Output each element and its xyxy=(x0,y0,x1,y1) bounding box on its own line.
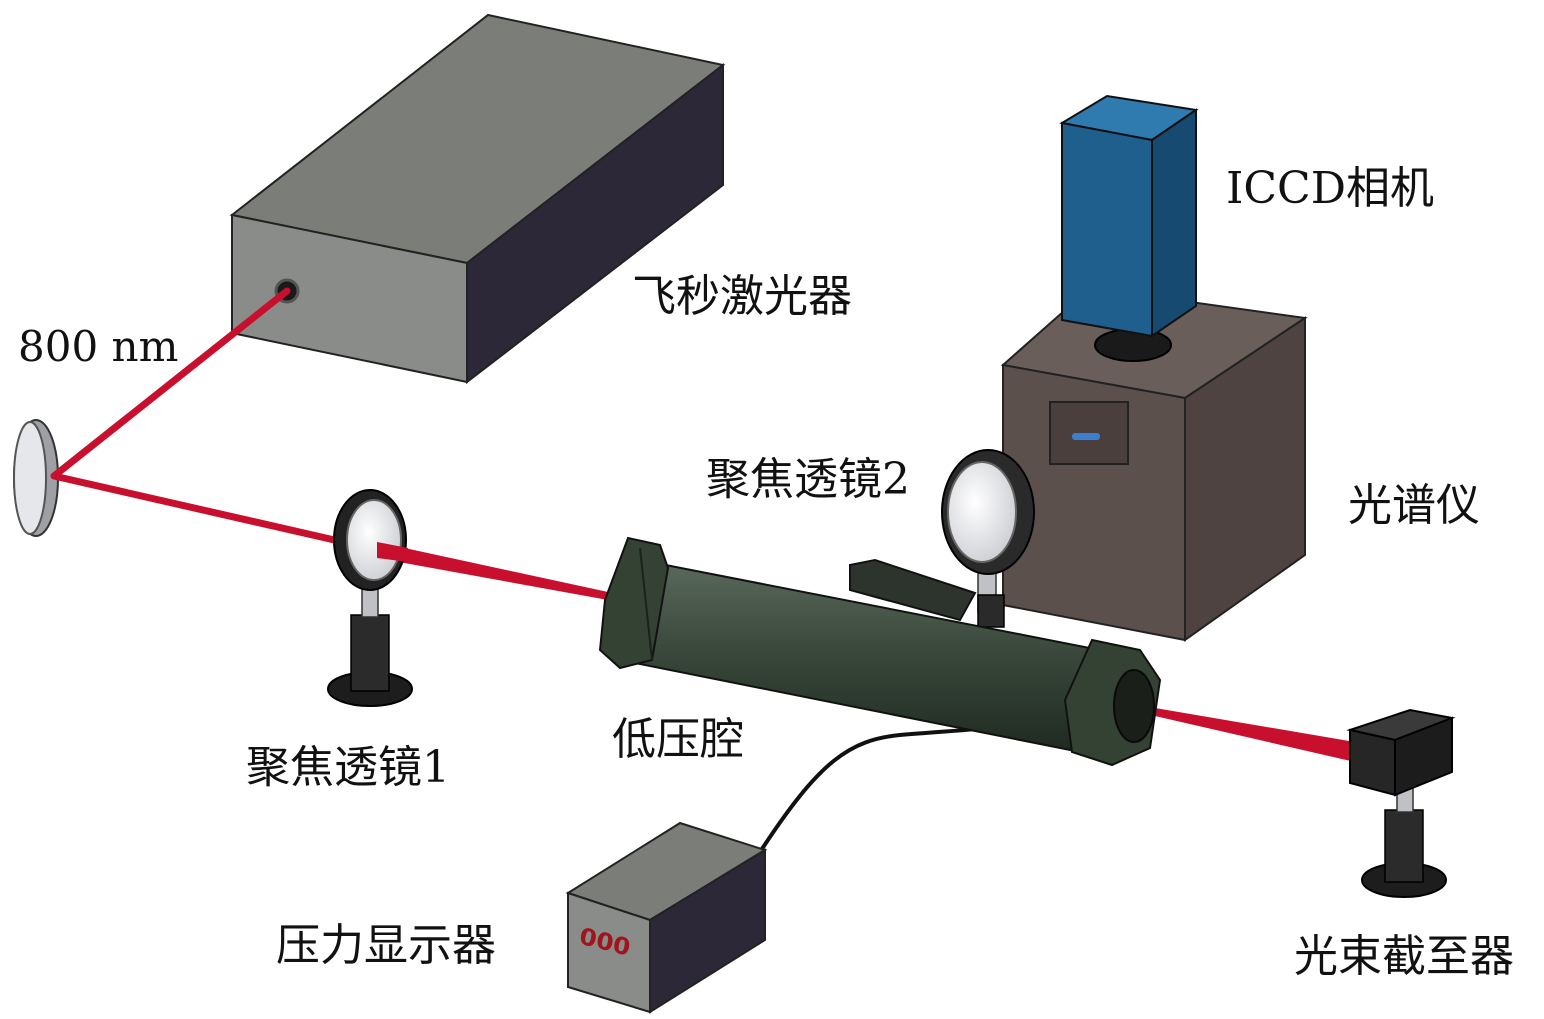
beam-dump-label: 光束截至器 xyxy=(1294,931,1514,982)
beam-segment-lens1-to-chamber xyxy=(377,542,608,600)
lens1-glass xyxy=(346,499,402,581)
pressure-display-device xyxy=(565,821,768,1014)
focusing-lens-1 xyxy=(327,489,413,707)
camera-label: ICCD相机 xyxy=(1226,163,1434,214)
spectrometer-side-face xyxy=(1184,316,1306,642)
lens2-label: 聚焦透镜2 xyxy=(706,454,910,505)
chamber-label: 低压腔 xyxy=(612,714,744,765)
beam-segment-laser-to-mirror xyxy=(50,287,291,480)
spectrometer-label: 光谱仪 xyxy=(1348,480,1480,531)
pressure-display-side-face xyxy=(649,848,766,1014)
beam-segment-mirror-to-lens1 xyxy=(53,472,353,548)
camera-mount xyxy=(1094,328,1172,362)
low-pressure-chamber xyxy=(598,536,1162,767)
mirror-face xyxy=(13,421,47,535)
reflecting-mirror xyxy=(13,419,59,537)
lens2-post-holder xyxy=(977,594,1005,628)
chamber-nut-left-edge xyxy=(639,547,653,661)
camera-side-face xyxy=(1151,108,1197,338)
focusing-lens-2 xyxy=(941,449,1035,628)
beam-segment-chamber-to-dump xyxy=(1155,708,1355,762)
lens1-post-holder xyxy=(350,614,390,692)
laser-side-face xyxy=(466,62,724,385)
beam-dump-side-face xyxy=(1394,716,1453,797)
chamber-nut-left xyxy=(598,536,670,670)
iccd-camera xyxy=(1059,94,1199,362)
laser-beam xyxy=(50,287,1355,762)
beam-dump-post-holder xyxy=(1384,809,1424,883)
wavelength-label: 800 nm xyxy=(18,322,179,371)
beam-dump-front-face xyxy=(1349,728,1396,797)
femtosecond-laser xyxy=(229,13,726,385)
mounting-rail xyxy=(849,558,977,622)
laser-label: 飞秒激光器 xyxy=(632,271,852,322)
spectrometer-indicator xyxy=(1072,433,1100,440)
pressure-cable xyxy=(758,718,1051,854)
chamber-window-right xyxy=(1113,669,1155,743)
camera-front-face xyxy=(1061,121,1153,338)
lens1-beam-spot xyxy=(377,542,408,562)
beam-dump xyxy=(1346,708,1456,898)
lens1-label: 聚焦透镜1 xyxy=(246,742,450,793)
pressure-display-label: 压力显示器 xyxy=(276,920,496,971)
lens2-glass xyxy=(947,461,1017,563)
